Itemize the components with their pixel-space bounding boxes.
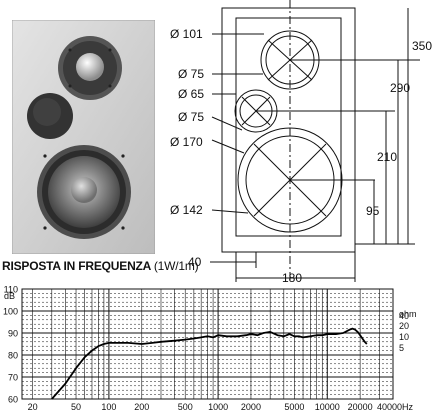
x-tick-label: 200 [134, 402, 149, 412]
x-tick-label: 10000 [315, 402, 340, 412]
chart-title-main: RISPOSTA IN FREQUENZA [2, 259, 151, 273]
x-tick-label: 20000 [348, 402, 373, 412]
x-tick-label: 20 [28, 402, 38, 412]
y2-tick-label: 10 [399, 332, 409, 342]
chart-frame [21, 288, 394, 400]
x-tick-label: 1000 [208, 402, 228, 412]
x-tick-label: 500 [178, 402, 193, 412]
woofer-driver [37, 145, 131, 239]
response-curve [51, 327, 368, 400]
y2-tick-label: 20 [399, 321, 409, 331]
dim-woofer-center: 95 [366, 204, 380, 218]
chart-title: RISPOSTA IN FREQUENZA (1W/1m) [2, 259, 199, 273]
y-tick-label: 60 [8, 395, 18, 405]
dim-left-offset: 40 [188, 255, 202, 269]
x-tick-label: 40000Hz [377, 402, 414, 412]
y-tick-label: 110 [4, 285, 18, 295]
radiator-inner-diameter: Ø 75 [178, 110, 204, 124]
x-tick-label: 100 [101, 402, 116, 412]
passive-radiator [27, 93, 73, 139]
dim-height-total: 350 [412, 39, 432, 53]
speaker-photo [12, 20, 155, 254]
cabinet-outline [221, 7, 356, 253]
woofer-inner-diameter: Ø 142 [170, 203, 203, 217]
y2-tick-label: 40 [399, 311, 409, 321]
y-tick-label: 90 [8, 329, 18, 339]
dim-radiator-center: 210 [377, 150, 397, 164]
y2-axis-label: ohm [399, 309, 417, 319]
x-tick-label: 5000 [284, 402, 304, 412]
woofer-outer-diameter: Ø 170 [170, 135, 203, 149]
y2-tick-label: 5 [399, 343, 404, 353]
x-tick-label: 2000 [241, 402, 261, 412]
chart-grid [22, 288, 394, 400]
baffle-outline [235, 17, 342, 237]
y-axis-label: dB [4, 291, 15, 301]
chart-title-sub: (1W/1m) [153, 259, 199, 273]
dimension-drawing: Ø 101 Ø 75 Ø 65 Ø 75 Ø 170 Ø 142 350 290… [170, 0, 432, 285]
y-tick-label: 80 [8, 351, 18, 361]
tweeter-driver [58, 36, 122, 100]
x-tick-label: 50 [71, 402, 81, 412]
y-tick-label: 100 [3, 307, 18, 317]
tweeter-inner-diameter: Ø 75 [178, 67, 204, 81]
dim-tweeter-center: 290 [390, 81, 410, 95]
tweeter-outer-diameter: Ø 101 [170, 27, 203, 41]
radiator-outer-diameter: Ø 65 [178, 87, 204, 101]
y-tick-label: 70 [8, 373, 18, 383]
chart-marks [51, 327, 368, 400]
dim-width: 180 [282, 271, 302, 285]
